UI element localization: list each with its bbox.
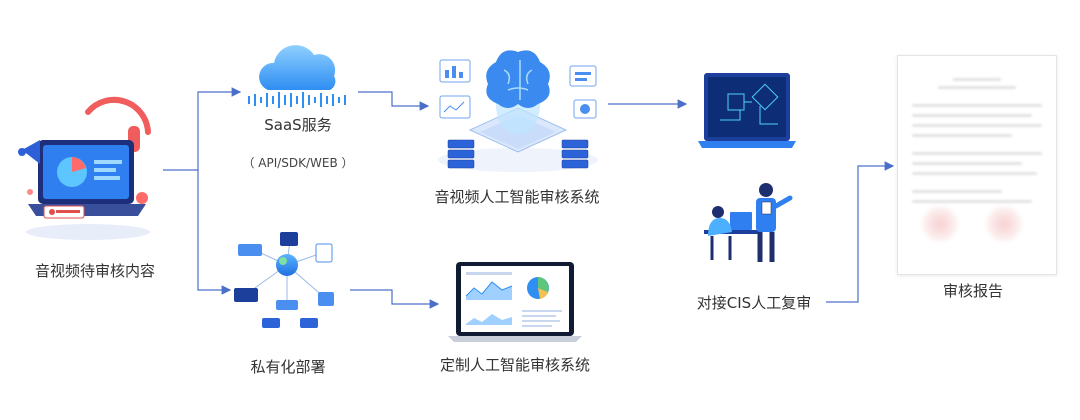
private-label: 私有化部署 <box>250 358 326 376</box>
saas-title-label: SaaS服务 <box>264 116 332 134</box>
arrow-saas-to-ai <box>358 91 430 111</box>
source-label: 音视频待审核内容 <box>34 262 156 280</box>
arrow-source-to-saas <box>163 87 242 171</box>
ai-system-label: 音视频人工智能审核系统 <box>434 188 600 206</box>
arrow-source-to-private <box>197 170 232 295</box>
chip-monitor-icon <box>698 73 796 148</box>
manual-review-label: 对接CIS人工复审 <box>696 294 812 312</box>
dashboard-laptop-icon <box>448 262 582 342</box>
report-document-icon <box>897 55 1057 275</box>
arrow-review-to-report <box>826 161 895 303</box>
report-label: 审核报告 <box>942 282 1004 300</box>
arrow-private-to-custom <box>350 289 440 309</box>
saas-sub-label: （ API/SDK/WEB ） <box>242 156 354 170</box>
connectors <box>163 87 895 309</box>
cloud-icon <box>248 45 346 108</box>
media-content-icon <box>18 96 151 240</box>
custom-system-label: 定制人工智能审核系统 <box>439 356 591 374</box>
ai-brain-server-icon <box>438 50 598 172</box>
reviewers-icon <box>704 183 793 262</box>
network-server-icon <box>234 232 334 328</box>
